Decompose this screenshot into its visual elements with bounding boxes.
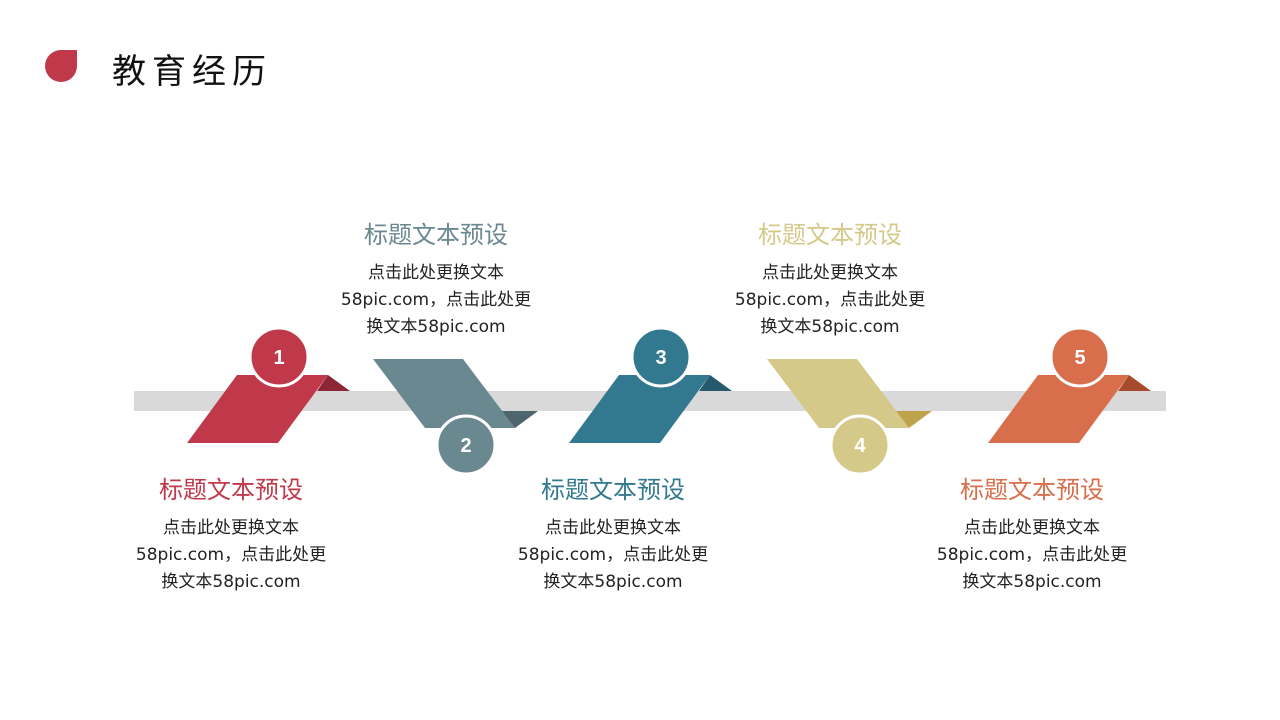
step-description-line: 点击此处更换文本: [163, 518, 299, 538]
step-number: 5: [1074, 347, 1085, 369]
step-number-badge: [829, 414, 891, 476]
step-title: 标题文本预设: [159, 476, 303, 504]
step-title: 标题文本预设: [364, 221, 508, 249]
step-text-block: 标题文本预设点击此处更换文本 58pic.com，点击此处更换文本58pic.co…: [700, 215, 960, 341]
ribbon-shape: [767, 359, 909, 428]
step-title: 标题文本预设: [541, 476, 685, 504]
step-title: 标题文本预设: [758, 221, 902, 249]
step-text-block: 标题文本预设点击此处更换文本 58pic.com，点击此处更换文本58pic.co…: [483, 470, 743, 596]
step-description-line: 58pic.com，点击此处更: [936, 545, 1128, 565]
step-description-line: 点击此处更换文本: [545, 518, 681, 538]
step-text-block: 标题文本预设点击此处更换文本 58pic.com，点击此处更换文本58pic.co…: [902, 470, 1162, 596]
step-description-line: 换文本58pic.com: [962, 572, 1102, 592]
ribbon-fold: [317, 375, 350, 391]
step-description-line: 58pic.com，点击此处更: [135, 545, 327, 565]
step-number-badge: [435, 414, 497, 476]
step-number-badge: [1049, 326, 1111, 388]
page-title: 教育经历: [112, 52, 272, 92]
ribbon-fold: [1118, 375, 1151, 391]
step-description-line: 换文本58pic.com: [543, 572, 683, 592]
step-text-block: 标题文本预设点击此处更换文本 58pic.com，点击此处更换文本58pic.co…: [306, 215, 566, 341]
step-description-line: 点击此处更换文本: [368, 263, 504, 283]
ribbon-fold: [500, 411, 538, 428]
ribbon-fold: [894, 411, 932, 428]
step-description-line: 58pic.com，点击此处更: [340, 290, 532, 310]
ribbon-shape: [187, 375, 328, 443]
ribbon-fold: [699, 375, 732, 391]
ribbon-shape: [988, 375, 1129, 443]
step-description-line: 换文本58pic.com: [161, 572, 301, 592]
ribbon-shape: [373, 359, 515, 428]
step-description-line: 点击此处更换文本: [964, 518, 1100, 538]
step-description-line: 58pic.com，点击此处更: [517, 545, 709, 565]
step-number-badge: [248, 326, 310, 388]
step-text-block: 标题文本预设点击此处更换文本 58pic.com，点击此处更换文本58pic.co…: [101, 470, 361, 596]
step-description-line: 换文本58pic.com: [366, 317, 506, 337]
step-number: 2: [460, 435, 471, 457]
step-number: 3: [655, 347, 666, 369]
logo-icon: [45, 50, 77, 82]
step-number: 1: [273, 347, 284, 369]
step-number: 4: [854, 435, 866, 457]
step-description-line: 换文本58pic.com: [760, 317, 900, 337]
step-description-line: 点击此处更换文本: [762, 263, 898, 283]
step-title: 标题文本预设: [960, 476, 1104, 504]
step-number-badge: [630, 326, 692, 388]
ribbon-shape: [569, 375, 710, 443]
step-description-line: 58pic.com，点击此处更: [734, 290, 926, 310]
